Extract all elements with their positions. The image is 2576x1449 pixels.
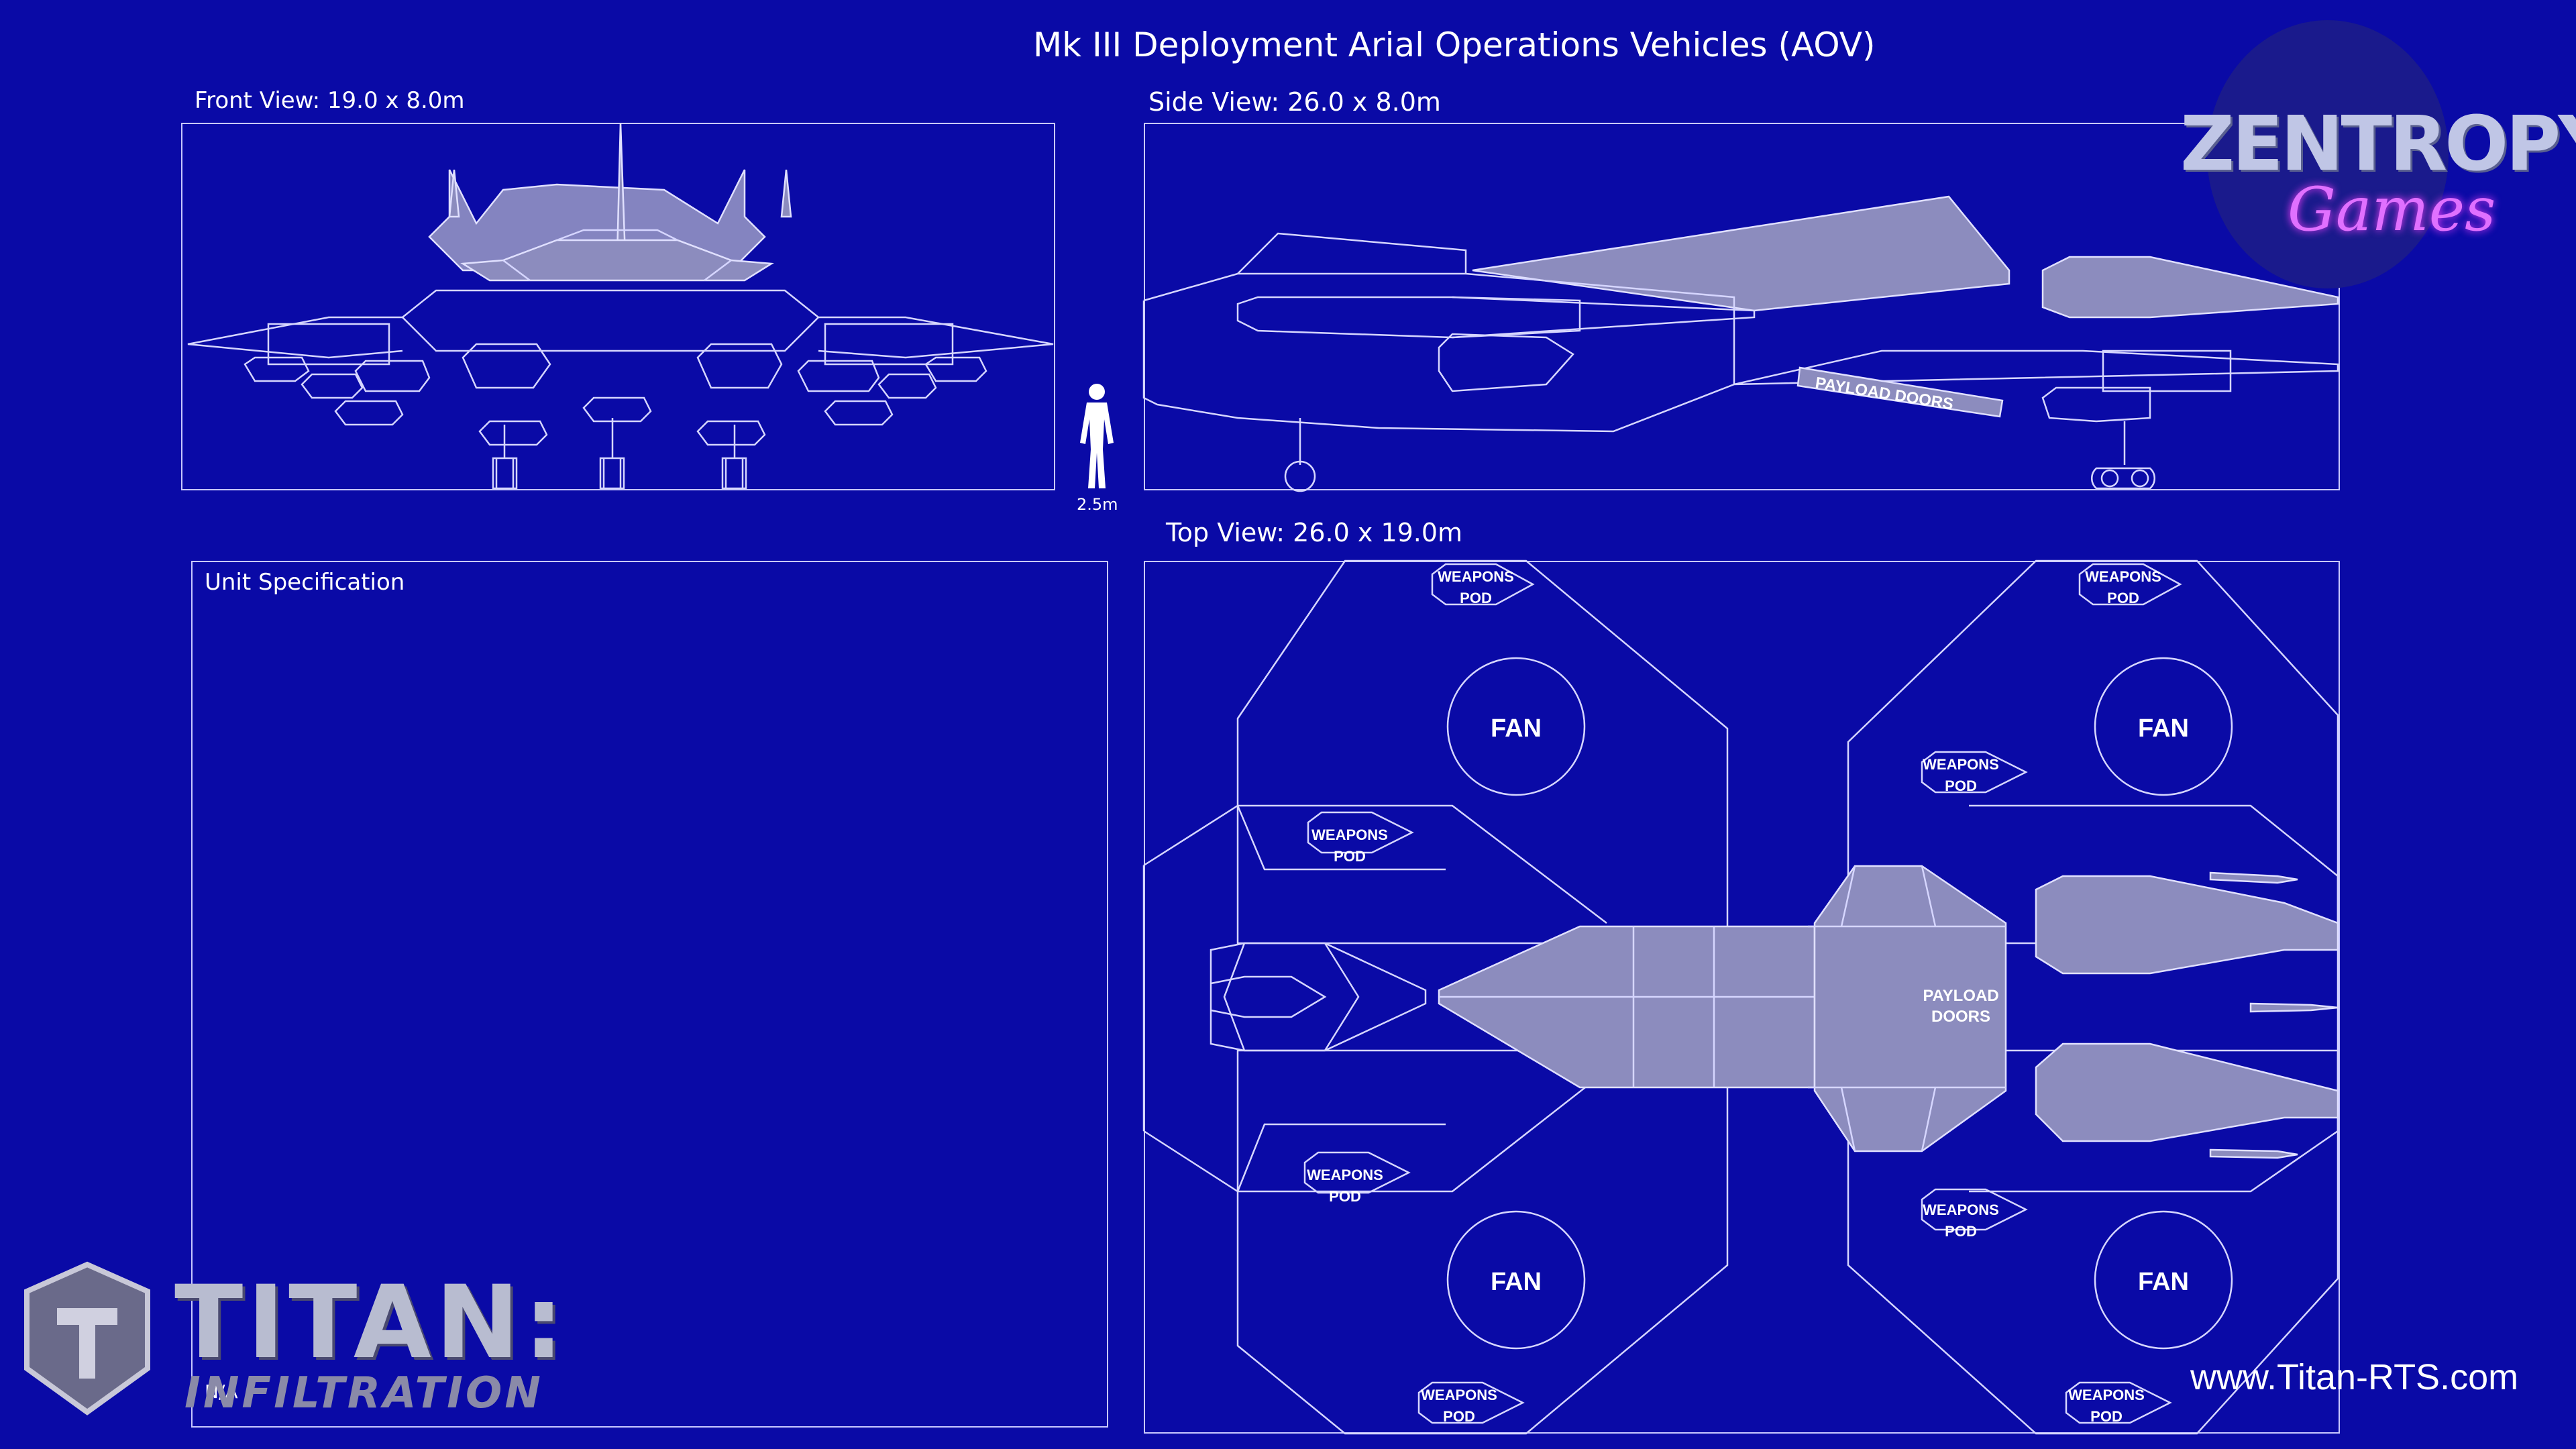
top-view-drawing: FAN FAN FAN FAN WEAPONS POD WEAPONS POD … [1142, 559, 2339, 1435]
zentropy-logo: ZENTROPY Games [2180, 20, 2576, 288]
titan-logo-subtext: INFILTRATION [184, 1368, 543, 1418]
weapons-pod-label: WEAPONS [1923, 756, 1999, 773]
weapons-pod-label: POD [1945, 1223, 1977, 1240]
weapons-pod-label: WEAPONS [2085, 568, 2161, 585]
top-view-label: Top View: 26.0 x 19.0m [1166, 518, 1463, 547]
weapons-pod-label: POD [1460, 590, 1492, 606]
weapons-pod-label: WEAPONS [2068, 1387, 2145, 1403]
titan-shield-icon [24, 1261, 150, 1415]
side-view-label: Side View: 26.0 x 8.0m [1148, 87, 1441, 117]
front-view-label: Front View: 19.0 x 8.0m [195, 87, 465, 114]
zentropy-logo-text: ZENTROPY [2180, 101, 2576, 188]
payload-doors-label: PAYLOAD [1923, 987, 1998, 1005]
weapons-pod-label: POD [1945, 777, 1977, 794]
unit-spec-label: Unit Specification [205, 569, 405, 596]
zentropy-logo-subtext: Games [2288, 174, 2496, 245]
fan-label-3: FAN [1491, 1268, 1542, 1296]
fan-label-4: FAN [2138, 1268, 2189, 1296]
weapons-pod-label: WEAPONS [1438, 568, 1514, 585]
titan-logo: TITAN: INFILTRATION [20, 1261, 564, 1418]
weapons-pod-label: POD [2090, 1408, 2123, 1425]
front-view-frame [181, 123, 1055, 490]
unit-spec-value: N/A [205, 1381, 238, 1403]
weapons-pod-label: WEAPONS [1923, 1201, 1999, 1218]
logo-backdrop [2207, 20, 2449, 288]
page-title: Mk III Deployment Arial Operations Vehic… [1033, 25, 1876, 64]
weapons-pod-label: WEAPONS [1307, 1167, 1383, 1183]
weapons-pod-label: WEAPONS [1311, 826, 1388, 843]
unit-spec-panel [191, 561, 1108, 1428]
side-view-drawing: PAYLOAD DOORS [1142, 195, 2339, 492]
front-view-drawing [187, 122, 1054, 490]
website-url[interactable]: www.Titan-RTS.com [2190, 1357, 2519, 1397]
weapons-pod-label: POD [1334, 848, 1366, 865]
fan-label-2: FAN [2138, 714, 2189, 743]
payload-doors-label: DOORS [1931, 1008, 1990, 1026]
fan-label-1: FAN [1491, 714, 1542, 743]
titan-logo-text: TITAN: [174, 1265, 568, 1381]
weapons-pod-label: WEAPONS [1421, 1387, 1497, 1403]
human-scale-label: 2.5m [1077, 495, 1118, 514]
human-scale-figure [1080, 384, 1114, 488]
weapons-pod-label: POD [2107, 590, 2139, 606]
weapons-pod-label: POD [1329, 1188, 1361, 1205]
weapons-pod-label: POD [1443, 1408, 1475, 1425]
